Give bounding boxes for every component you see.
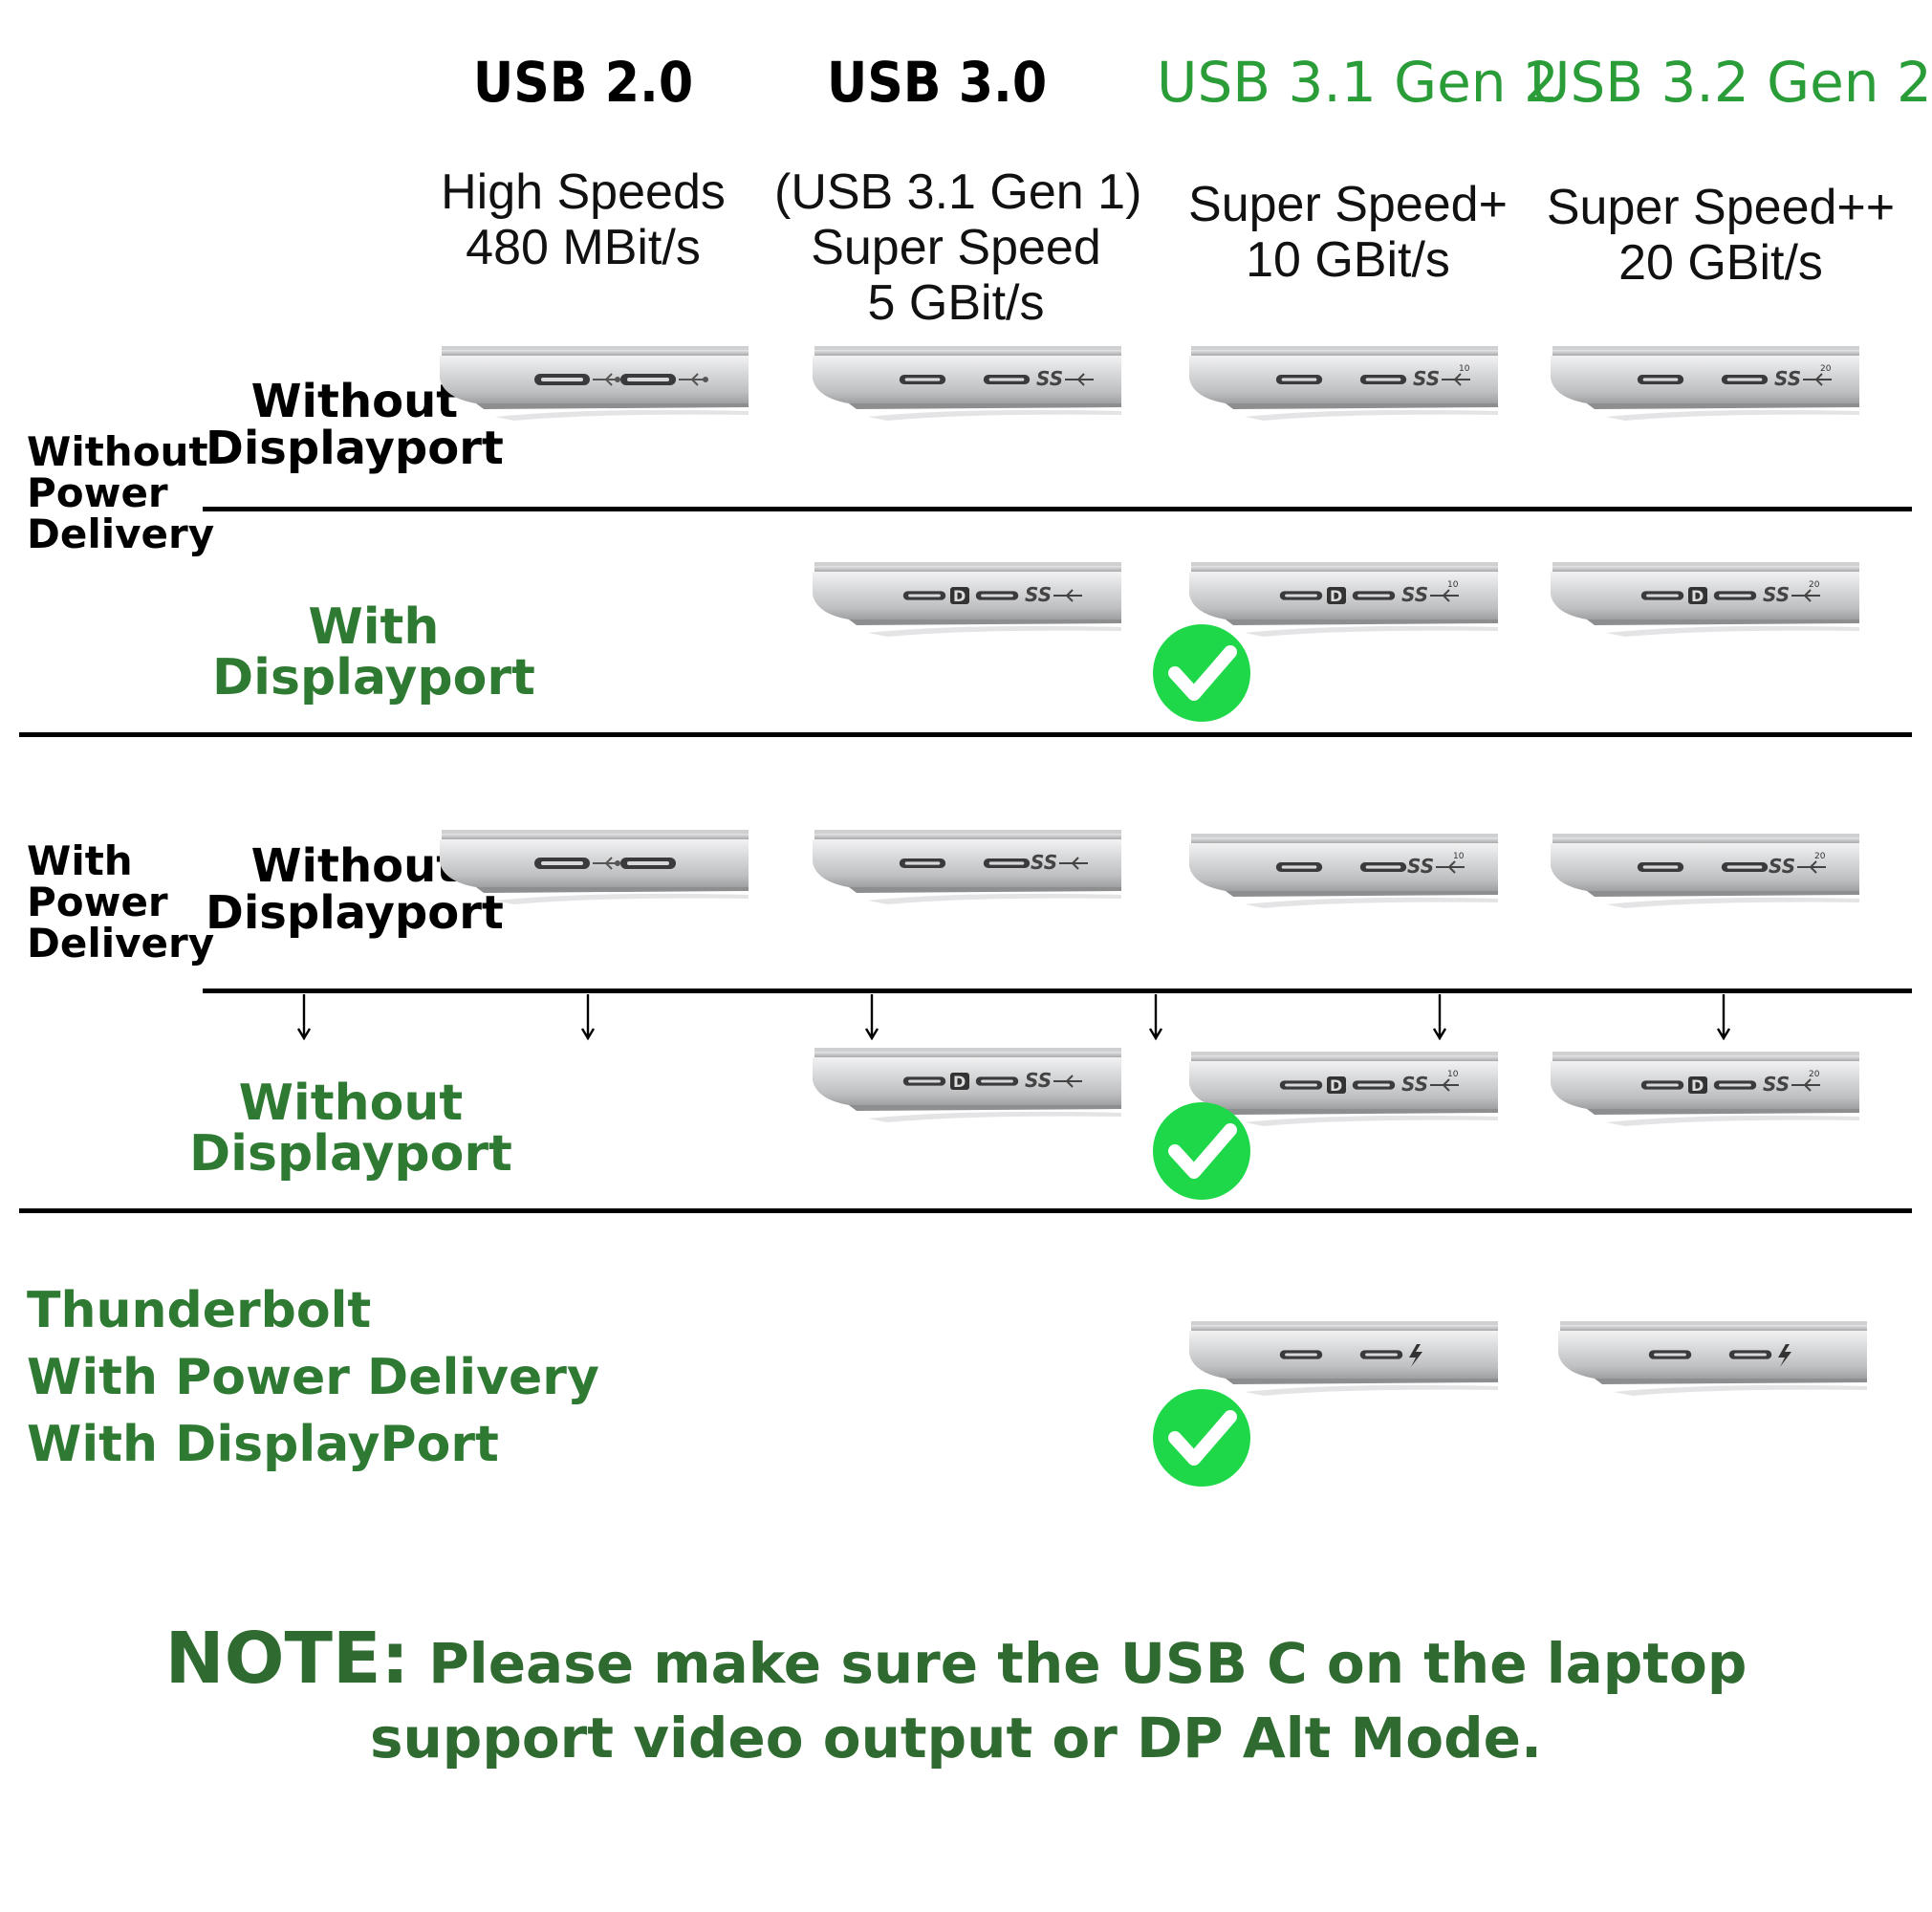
check-circle-icon xyxy=(1153,1389,1250,1487)
column-header-usb-2-0: USB 2.0 xyxy=(472,50,694,115)
svg-text:SS: SS xyxy=(1763,583,1790,606)
usb-trident-icon xyxy=(593,373,620,386)
svg-text:SS: SS xyxy=(1031,851,1057,874)
arrow-down-icon xyxy=(1716,994,1731,1041)
row-divider-1 xyxy=(203,507,1912,511)
svg-text:20: 20 xyxy=(1820,364,1832,374)
ss-usb-icon: SS xyxy=(1036,367,1063,390)
svg-text:SS: SS xyxy=(1774,367,1801,390)
laptop-usb30-no-pd-no-dp: SS xyxy=(811,340,1121,445)
svg-text:20: 20 xyxy=(1809,1070,1820,1079)
displayport-icon: D xyxy=(950,587,969,605)
svg-text:SS: SS xyxy=(1401,583,1428,606)
row-divider-2 xyxy=(19,732,1912,737)
svg-text:D: D xyxy=(1691,587,1704,605)
svg-text:SS: SS xyxy=(1025,583,1052,606)
svg-text:SS: SS xyxy=(1025,1069,1052,1092)
arrow-down-icon xyxy=(1148,994,1163,1041)
row-divider-3 xyxy=(203,989,1912,993)
svg-text:SS: SS xyxy=(1413,367,1440,390)
laptop-usb2-pd-no-dp xyxy=(438,824,749,929)
arrow-down-icon xyxy=(864,994,879,1041)
check-circle-icon xyxy=(1153,1102,1250,1200)
svg-text:10: 10 xyxy=(1453,852,1465,861)
laptop-usb32g2-pd-no-dp: SS 20 xyxy=(1549,828,1859,933)
laptop-usb32g2-no-pd-dp: D SS 20 xyxy=(1549,556,1859,662)
laptop-usb31g2-no-pd-dp: D SS 10 xyxy=(1187,556,1498,662)
laptop-thunderbolt-1 xyxy=(1187,1315,1498,1421)
svg-text:D: D xyxy=(1330,587,1342,605)
note-line-1: NOTE: Please make sure the USB C on the … xyxy=(164,1618,1747,1700)
column-header-usb-3-2-gen2: USB 3.2 Gen 2 xyxy=(1530,50,1932,115)
svg-text:D: D xyxy=(1691,1076,1704,1095)
thunderbolt-bolt-icon xyxy=(1409,1344,1422,1367)
arrow-down-icon xyxy=(296,994,312,1041)
svg-text:SS: SS xyxy=(1407,855,1434,878)
speed-usb-3-1-gen2: Super Speed+10 GBit/s xyxy=(1188,177,1508,288)
laptop-usb32g2-no-pd-no-dp: SS 20 xyxy=(1549,340,1859,445)
note-prefix: NOTE: xyxy=(164,1618,410,1700)
laptop-usb30-pd-dp: D SS xyxy=(811,1042,1121,1147)
column-header-usb-3-0: USB 3.0 xyxy=(826,50,1048,115)
check-circle-icon xyxy=(1153,624,1250,722)
laptop-usb2-no-pd-no-dp xyxy=(438,340,749,445)
column-header-usb-3-1-gen2: USB 3.1 Gen 2 xyxy=(1157,50,1559,115)
laptop-usb32g2-pd-dp: D SS 20 xyxy=(1549,1046,1859,1151)
laptop-usb31g2-pd-no-dp: SS 10 xyxy=(1187,828,1498,933)
row-divider-4 xyxy=(19,1208,1912,1213)
laptop-usb31g2-pd-dp: D SS 10 xyxy=(1187,1046,1498,1151)
note-line-2: support video output or DP Alt Mode. xyxy=(369,1706,1542,1771)
svg-text:D: D xyxy=(953,587,966,605)
svg-text:SS: SS xyxy=(1769,855,1795,878)
laptop-thunderbolt-2 xyxy=(1556,1315,1867,1421)
laptop-usb31g2-no-pd-no-dp: SS 10 xyxy=(1187,340,1498,445)
svg-text:20: 20 xyxy=(1809,580,1820,590)
thunderbolt-bolt-icon xyxy=(1778,1344,1791,1367)
speed-usb-3-2-gen2: Super Speed++20 GBit/s xyxy=(1546,180,1896,291)
svg-text:20: 20 xyxy=(1814,852,1826,861)
svg-text:SS: SS xyxy=(1763,1073,1790,1096)
laptop-usb30-no-pd-dp: D SS xyxy=(811,556,1121,662)
svg-text:10: 10 xyxy=(1447,580,1459,590)
svg-text:10: 10 xyxy=(1447,1070,1459,1079)
svg-text:D: D xyxy=(953,1073,966,1091)
svg-text:SS: SS xyxy=(1401,1073,1428,1096)
svg-text:10: 10 xyxy=(1459,364,1470,374)
arrow-down-icon xyxy=(580,994,596,1041)
svg-text:D: D xyxy=(1330,1076,1342,1095)
arrow-down-icon xyxy=(1432,994,1447,1041)
laptop-usb30-pd-no-dp: SS xyxy=(811,824,1121,929)
